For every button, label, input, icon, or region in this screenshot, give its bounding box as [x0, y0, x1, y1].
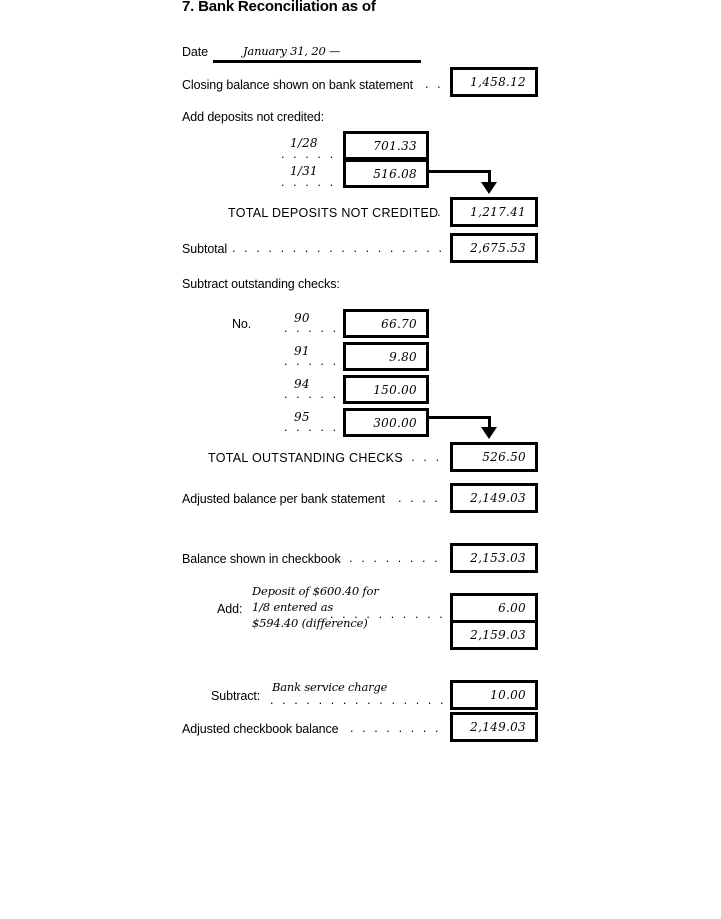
date-value[interactable]: January 31, 20 —: [243, 44, 341, 58]
add-leader: . . . . . . . . . . .: [330, 608, 447, 621]
subtotal-box[interactable]: 2,675.53: [450, 233, 538, 263]
closing-balance-leader: . .: [425, 78, 444, 91]
check-leader-2: . . . . . .: [284, 388, 342, 401]
deposit-date-1[interactable]: 1/31: [290, 164, 318, 178]
total-deposits-box[interactable]: 1,217.41: [450, 197, 538, 227]
checks-arrow-vertical: [488, 416, 491, 431]
total-checks-leader: . . . . .: [387, 451, 442, 464]
adjusted-checkbook-leader: . . . . . . . . .: [350, 722, 446, 735]
checks-arrow-horizontal: [429, 416, 491, 419]
subtract-leader: . . . . . . . . . . . . . . . . .: [270, 694, 446, 707]
total-deposits-value: 1,217.41: [470, 205, 526, 219]
add-amount-value: 6.00: [498, 601, 526, 615]
check-no-label: No.: [232, 317, 252, 331]
add-note-line-2[interactable]: 1/8 entered as: [252, 600, 334, 614]
adjusted-checkbook-value: 2,149.03: [470, 720, 526, 734]
deposits-heading: Add deposits not credited:: [182, 110, 324, 124]
deposit-amount-1: 516.08: [373, 166, 417, 181]
total-checks-value: 526.50: [482, 450, 526, 464]
closing-balance-label: Closing balance shown on bank statement: [182, 78, 413, 92]
deposit-amount-box-1[interactable]: 516.08: [343, 159, 429, 188]
deposits-arrow-head-icon: [481, 182, 497, 194]
total-checks-label: TOTAL OUTSTANDING CHECKS: [208, 451, 403, 465]
deposit-date-0[interactable]: 1/28: [290, 136, 318, 150]
subtotal-leader: . . . . . . . . . . . . . . . . . .: [232, 242, 444, 255]
check-amount-box-1[interactable]: 9.80: [343, 342, 429, 371]
adjusted-bank-value: 2,149.03: [470, 491, 526, 505]
checkbook-balance-box[interactable]: 2,153.03: [450, 543, 538, 573]
checkbook-balance-label: Balance shown in checkbook: [182, 552, 341, 566]
date-underline: [213, 60, 421, 63]
deposits-arrow-horizontal: [429, 170, 491, 173]
check-amount-box-2[interactable]: 150.00: [343, 375, 429, 404]
checks-arrow-head-icon: [481, 427, 497, 439]
check-amount-box-0[interactable]: 66.70: [343, 309, 429, 338]
add-running-total-value: 2,159.03: [470, 628, 526, 642]
checkbook-balance-leader: . . . . . . . . .: [337, 552, 441, 565]
deposits-arrow-vertical: [488, 170, 491, 186]
adjusted-checkbook-box[interactable]: 2,149.03: [450, 712, 538, 742]
checkbook-balance-value: 2,153.03: [470, 551, 526, 565]
subtotal-label: Subtotal: [182, 242, 228, 256]
check-amount-1: 9.80: [389, 349, 417, 364]
subtract-note[interactable]: Bank service charge: [272, 680, 388, 694]
deposit-amount-0: 701.33: [373, 138, 417, 153]
add-note-line-1[interactable]: Deposit of $600.40 for: [252, 584, 379, 598]
subtract-amount-box[interactable]: 10.00: [450, 680, 538, 710]
total-checks-box[interactable]: 526.50: [450, 442, 538, 472]
check-leader-0: . . . . . .: [284, 322, 342, 335]
check-number-2[interactable]: 94: [294, 377, 310, 391]
check-leader-3: . . . . . .: [284, 421, 342, 434]
deposit-leader-1: . . . . .: [281, 176, 336, 189]
check-leader-1: . . . . . .: [284, 355, 342, 368]
check-number-3[interactable]: 95: [294, 410, 310, 424]
add-amount-box[interactable]: 6.00: [450, 593, 538, 623]
subtotal-value: 2,675.53: [470, 241, 526, 255]
add-label: Add:: [217, 602, 243, 616]
check-amount-0: 66.70: [381, 316, 417, 331]
check-amount-3: 300.00: [373, 415, 417, 430]
subtract-amount-value: 10.00: [490, 688, 526, 702]
adjusted-checkbook-label: Adjusted checkbook balance: [182, 722, 339, 736]
subtract-label: Subtract:: [211, 689, 261, 703]
adjusted-bank-leader: . . . .: [398, 492, 441, 505]
checks-heading: Subtract outstanding checks:: [182, 277, 340, 291]
check-amount-box-3[interactable]: 300.00: [343, 408, 429, 437]
date-label: Date: [182, 45, 209, 59]
add-note-line-3[interactable]: $594.40 (difference): [252, 616, 368, 630]
check-number-1[interactable]: 91: [294, 344, 310, 358]
closing-balance-box[interactable]: 1,458.12: [450, 67, 538, 97]
check-amount-2: 150.00: [373, 382, 417, 397]
add-running-total-box[interactable]: 2,159.03: [450, 620, 538, 650]
total-deposits-leader: . .: [425, 206, 444, 219]
check-number-0[interactable]: 90: [294, 311, 310, 325]
adjusted-bank-label: Adjusted balance per bank statement: [182, 492, 385, 506]
total-deposits-label: TOTAL DEPOSITS NOT CREDITED: [228, 206, 439, 220]
page-title: 7. Bank Reconciliation as of: [182, 0, 376, 15]
adjusted-bank-box[interactable]: 2,149.03: [450, 483, 538, 513]
deposit-amount-box-0[interactable]: 701.33: [343, 131, 429, 160]
closing-balance-value: 1,458.12: [470, 75, 526, 89]
deposit-leader-0: . . . . .: [281, 148, 336, 161]
